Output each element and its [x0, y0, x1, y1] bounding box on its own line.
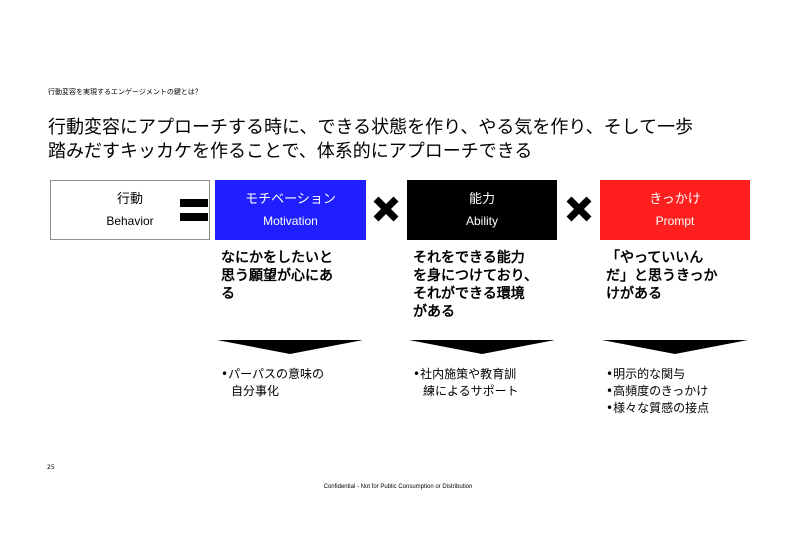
down-arrow-icon [602, 340, 748, 354]
page-title: 行動変容にアプローチする時に、できる状態を作り、やる気を作り、そして一歩 踏みだ… [48, 116, 768, 164]
ability-box: 能力 Ability [407, 180, 557, 240]
prompt-box: きっかけ Prompt [600, 180, 750, 240]
prompt-label-jp: きっかけ [649, 191, 701, 207]
equals-icon [180, 199, 208, 223]
description-line: だ」と思うきっか [606, 268, 718, 284]
description-line: る [221, 286, 235, 302]
description-line: を身につけており、 [413, 268, 539, 284]
motivation-label-jp: モチベーション [245, 191, 336, 207]
behavior-box: 行動 Behavior [50, 180, 210, 240]
confidential-footer: Confidential - Not for Public Consumptio… [323, 484, 473, 490]
behavior-label-jp: 行動 [116, 191, 143, 207]
ability-label-jp: 能力 [468, 191, 495, 207]
ability-label-en: Ability [465, 213, 498, 228]
motivation-box: モチベーション Motivation [215, 180, 366, 240]
description-line: なにかをしたいと [221, 250, 333, 266]
multiply-icon [566, 196, 592, 222]
prompt-description: 「やっていいん だ」と思うきっか けがある [606, 249, 756, 303]
prompt-bullets: •明示的な関与 •高頻度のきっかけ •様々な質感の接点 [606, 366, 756, 417]
ability-description: それをできる能力 を身につけており、 それができる環境 がある [413, 249, 563, 321]
ability-bullets: •社内施策や教育訓 練によるサポート [413, 366, 563, 400]
multiply-icon [373, 196, 399, 222]
down-arrow-icon [409, 340, 555, 354]
headline-line-1: 行動変容にアプローチする時に、できる状態を作り、やる気を作り、そして一歩 [48, 117, 694, 138]
description-line: がある [413, 304, 455, 320]
description-line: 思う願望が心にあ [221, 268, 333, 284]
description-line: けがある [606, 286, 662, 302]
headline-line-2: 踏みだすキッカケを作ることで、体系的にアプローチできる [48, 141, 533, 162]
bullet-item: •明示的な関与 [606, 367, 686, 381]
motivation-label-en: Motivation [263, 213, 318, 228]
description-line: それができる環境 [413, 286, 525, 302]
motivation-bullets: •パーパスの意味の 自分事化 [221, 366, 366, 400]
description-line: 「やっていいん [606, 250, 704, 266]
down-arrow-icon [217, 340, 363, 354]
page-number: 25 [47, 464, 55, 471]
bullet-item: •パーパスの意味の 自分事化 [221, 367, 324, 398]
description-line: それをできる能力 [413, 250, 525, 266]
bullet-item: •様々な質感の接点 [606, 401, 710, 415]
bullet-item: •社内施策や教育訓 練によるサポート [413, 367, 519, 398]
breadcrumb: 行動変容を実現するエンゲージメントの鍵とは？ [48, 88, 202, 96]
motivation-description: なにかをしたいと 思う願望が心にあ る [221, 249, 366, 303]
prompt-label-en: Prompt [655, 213, 695, 228]
bullet-item: •高頻度のきっかけ [606, 384, 709, 398]
behavior-label-en: Behavior [106, 213, 154, 228]
